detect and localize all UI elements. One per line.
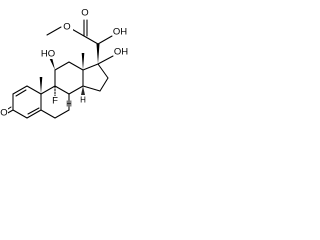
c17-side-chain: OH OH O O	[46, 8, 128, 65]
stereo-hydrogens: H H	[66, 86, 86, 109]
bond-c6-c7	[54, 109, 70, 119]
ketone-oxygen-label: O	[0, 108, 7, 119]
c14-h-hash	[81, 86, 85, 95]
c17-c20-wedge	[96, 44, 100, 64]
bond-o-methyl	[46, 26, 62, 36]
bond-c10-c1	[26, 85, 42, 95]
bond-c17-c16	[97, 63, 109, 79]
ester-oxygen-label: O	[63, 22, 70, 33]
bond-c20-c21	[83, 35, 99, 45]
fluorine-label: F	[52, 96, 58, 107]
bond-c11-c12	[54, 61, 70, 71]
bond-c1-c2	[12, 85, 28, 95]
bond-c9-c10	[40, 85, 56, 95]
c11-hydroxyl-label: HO	[41, 49, 55, 60]
bond-c4-c5-double	[27, 107, 40, 115]
c13-methyl-wedge	[81, 53, 85, 70]
ring-a	[4, 85, 42, 119]
methyl-groups	[39, 53, 85, 94]
c17-hydroxyl-label: OH	[114, 47, 128, 58]
bond-c16-c15	[99, 77, 109, 92]
bond-c5-c6	[40, 109, 56, 119]
c10-methyl-wedge	[39, 77, 43, 94]
bond-c1-c2-double	[15, 89, 27, 97]
bond-c15-c14	[82, 85, 101, 92]
ring-d	[82, 63, 109, 92]
c11-hydroxyl: HO	[40, 49, 56, 70]
ring-c	[54, 61, 84, 95]
bond-c8-c9	[54, 85, 70, 95]
h14-label: H	[80, 96, 86, 105]
bond-c12-c13	[68, 61, 84, 71]
bond-c17-oh	[97, 55, 114, 65]
bond-c14-c8	[68, 85, 84, 95]
c21-hydroxyl-label: OH	[113, 27, 127, 38]
c11-oh-wedge	[49, 57, 55, 70]
bond-c3-c4	[12, 109, 28, 119]
bond-c13-c17	[82, 63, 99, 71]
bond-c20-oh	[97, 35, 113, 45]
ester-carbonyl-oxygen-label: O	[81, 8, 88, 19]
bond-c4-c5	[26, 109, 42, 119]
c9-fluorine: F	[50, 85, 60, 107]
c3-ketone: O	[0, 108, 8, 119]
h8-label: H	[66, 100, 72, 109]
molecule-structure: HO F H H O OH OH O O	[0, 8, 128, 119]
